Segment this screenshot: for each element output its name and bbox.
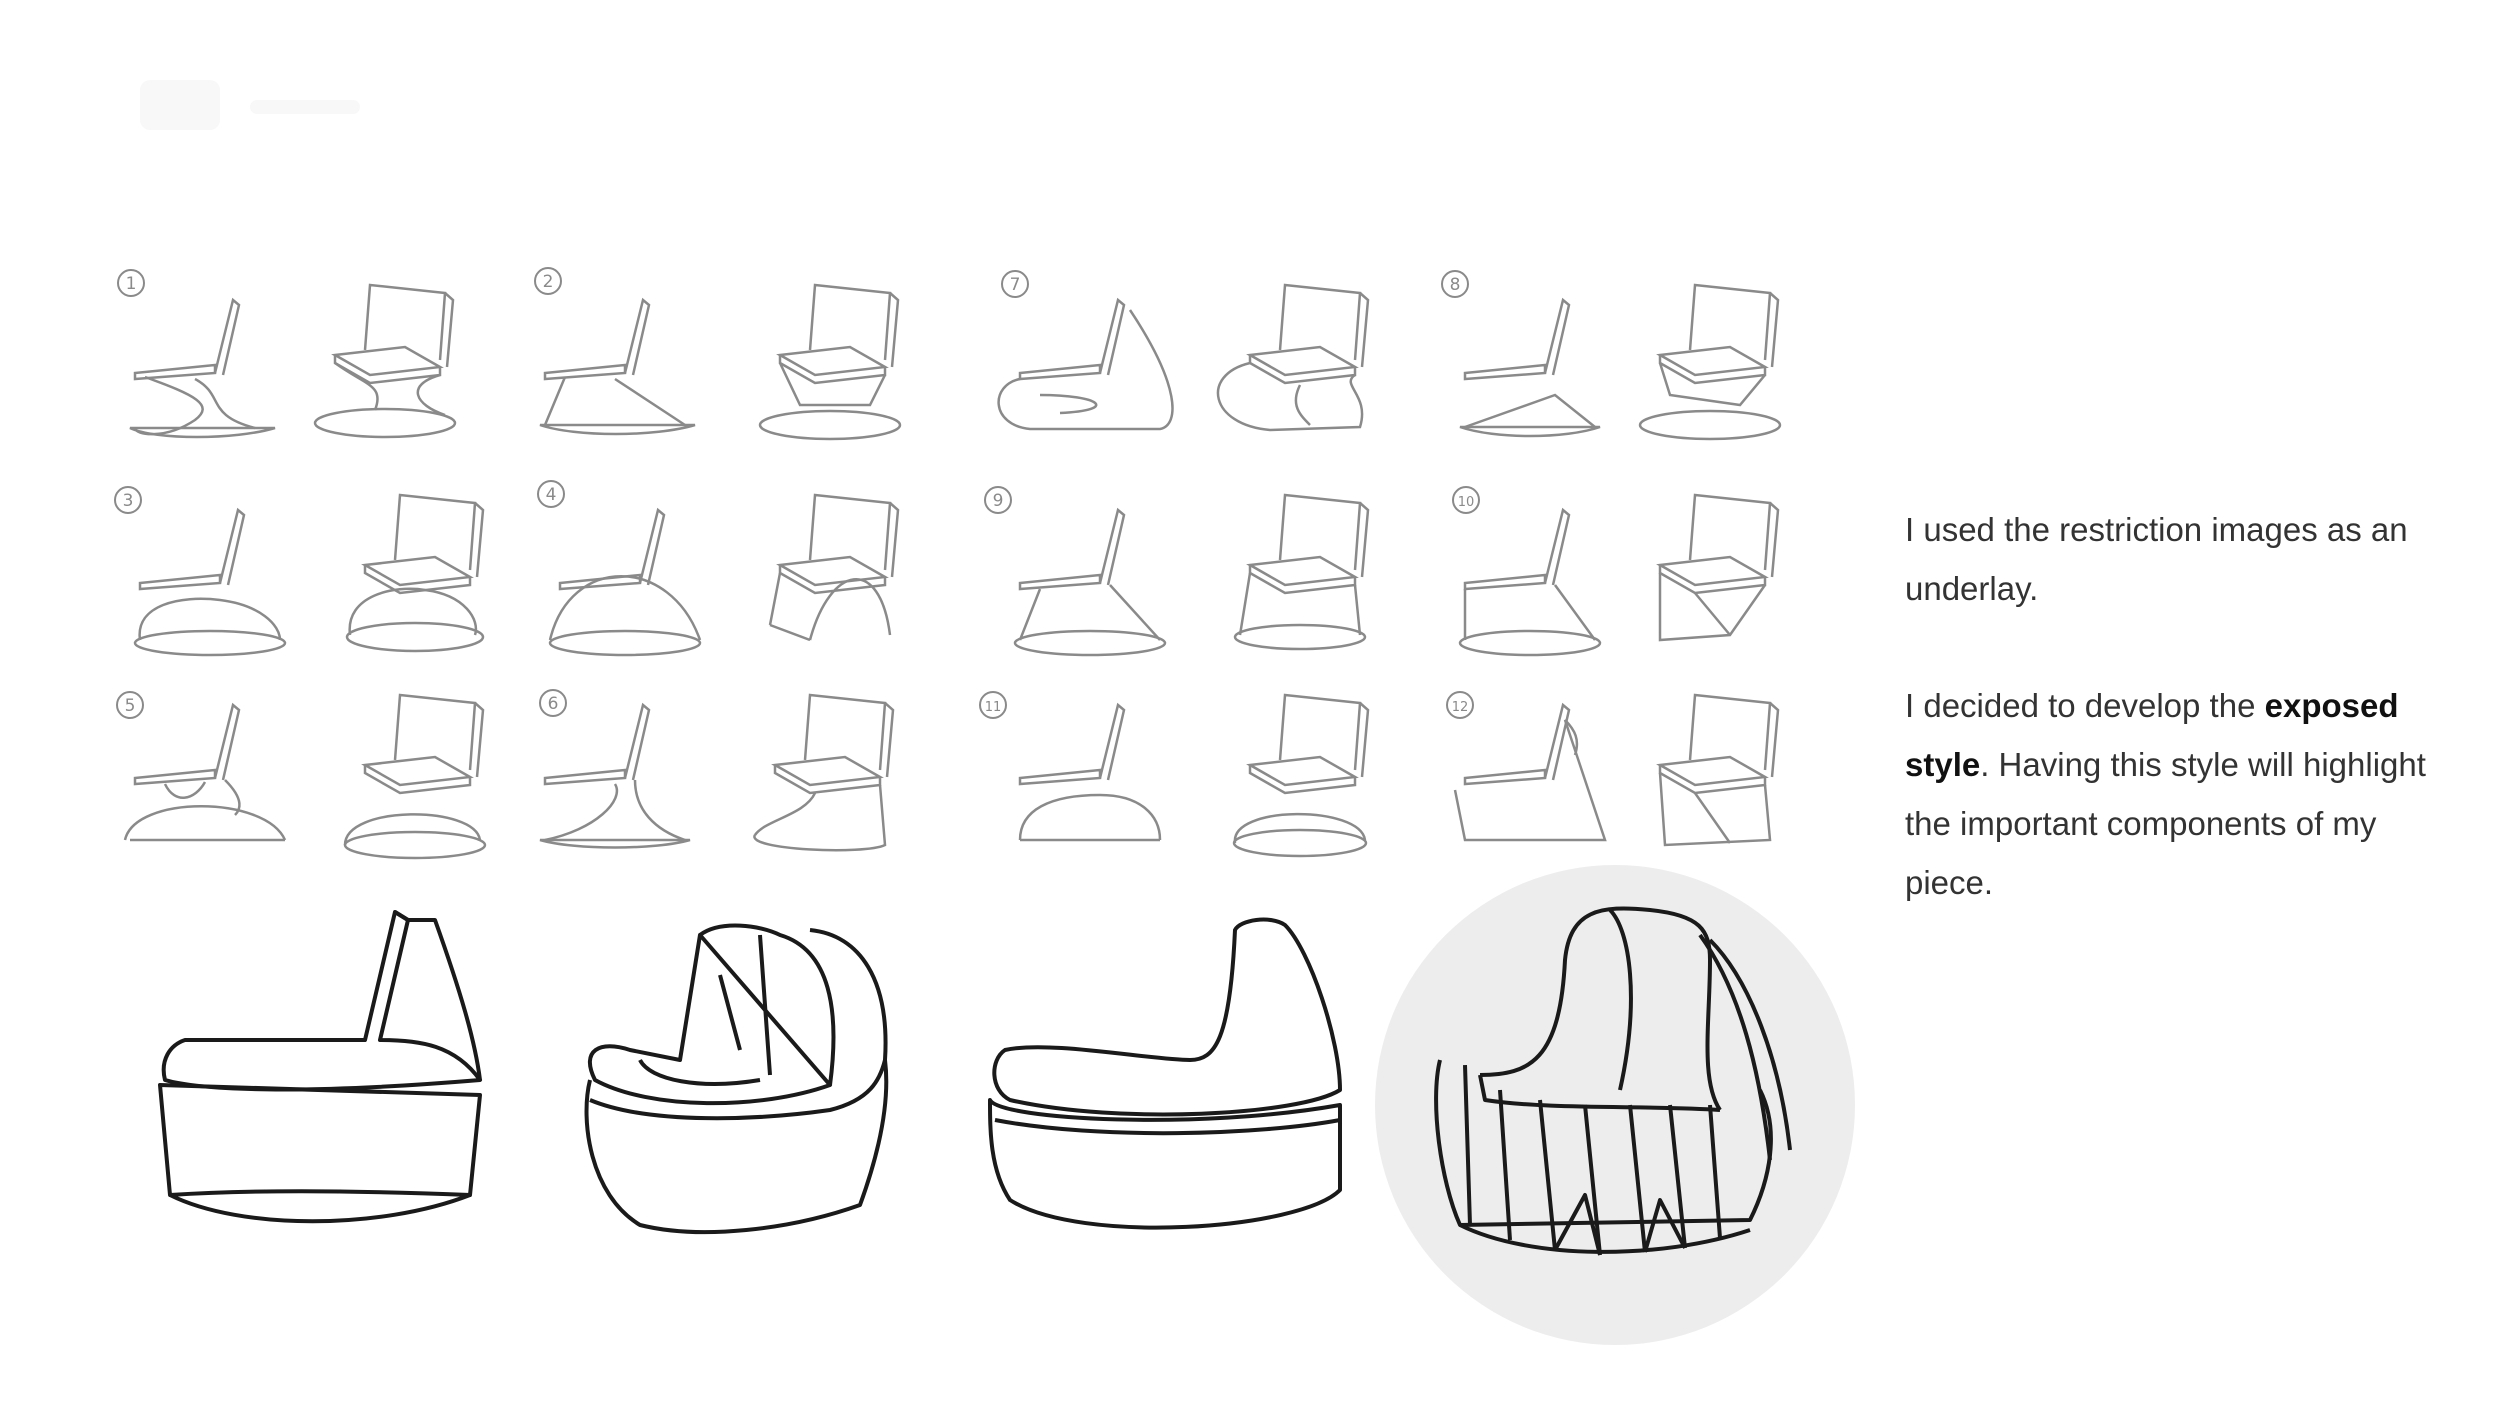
concept-number-circle [1001, 270, 1029, 298]
note-paragraph-2: I decided to develop the exposed style. … [1905, 676, 2445, 912]
concept-number-circle [1441, 270, 1469, 298]
concept-number: 8 [1450, 275, 1461, 295]
faint-logo [140, 70, 380, 140]
concept-number-circle [1452, 486, 1480, 514]
concept-9-view2 [1233, 493, 1370, 651]
concept-2-view2 [758, 283, 902, 441]
concept-number: 4 [546, 485, 557, 505]
concept-number-circle [984, 486, 1012, 514]
concept-number: 5 [125, 696, 136, 716]
concept-number-circle [534, 267, 562, 295]
concept-10-view2 [1658, 493, 1780, 642]
note-bold-style: style [1905, 746, 1981, 783]
concept-5 [123, 703, 287, 842]
concept-4-view2 [768, 493, 900, 642]
concept-12 [1453, 703, 1607, 842]
concept-12-view2 [1658, 693, 1780, 847]
concept-8-view2 [1638, 283, 1782, 441]
concept-number: 10 [1458, 495, 1475, 510]
concept-number-circle [539, 689, 567, 717]
concept-11 [1018, 703, 1162, 842]
concept-4 [548, 508, 702, 657]
concept-5-view2 [343, 693, 487, 860]
concept-11-view2 [1232, 693, 1370, 858]
concept-number: 1 [126, 274, 137, 294]
developed-chair-1 [158, 910, 482, 1224]
concept-number-circle [116, 691, 144, 719]
concept-number-circle [114, 486, 142, 514]
developed-chair-3 [988, 917, 1342, 1230]
concept-10 [1458, 508, 1602, 657]
concept-number: 2 [543, 272, 554, 292]
concept-6 [539, 703, 691, 849]
concept-1-view2 [313, 283, 457, 439]
concept-number: 3 [123, 491, 134, 511]
note-paragraph-1: I used the restriction images as an unde… [1905, 511, 2408, 607]
concept-grid [123, 283, 1782, 860]
concept-number: 6 [548, 694, 559, 714]
note-bold-exposed: exposed [2264, 687, 2399, 724]
concept-9 [1013, 508, 1167, 657]
concept-number-circle [117, 269, 145, 297]
concept-number: 11 [985, 700, 1002, 715]
concept-number: 7 [1010, 275, 1021, 295]
concept-3 [133, 508, 287, 657]
concept-2 [539, 298, 696, 436]
concept-8 [1459, 298, 1601, 438]
concept-number-circle [537, 480, 565, 508]
note-text-lead: I decided to develop the [1905, 687, 2265, 724]
note-text-tail: . Having this style will highlight the i… [1905, 746, 2426, 901]
concept-7-view2 [1216, 283, 1370, 432]
developed-chair-4 [1375, 865, 1855, 1345]
concept-number-circle [1446, 691, 1474, 719]
concept-3-view2 [345, 493, 485, 653]
concept-number-circle [979, 691, 1007, 719]
concept-1 [129, 298, 276, 439]
concept-7 [997, 298, 1174, 431]
concept-6-view2 [753, 693, 895, 852]
developed-chair-2 [584, 923, 889, 1235]
design-notes: I used the restriction images as an unde… [1905, 500, 2445, 970]
concept-number: 9 [993, 491, 1004, 511]
concept-number: 12 [1452, 700, 1469, 715]
